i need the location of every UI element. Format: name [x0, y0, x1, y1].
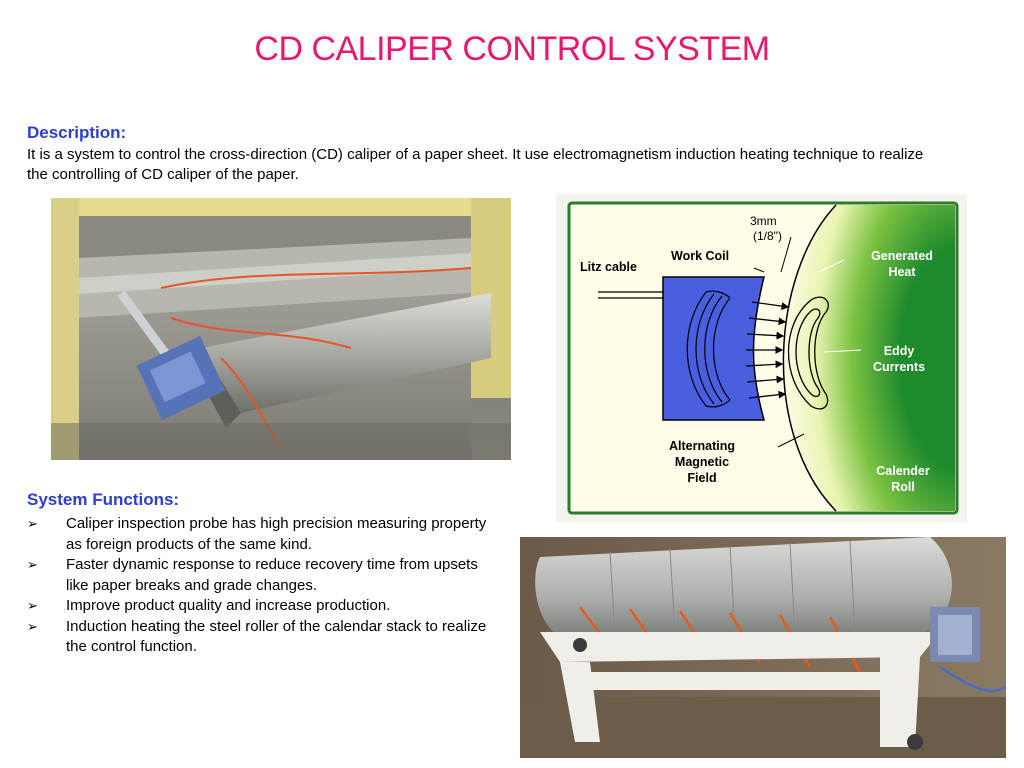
- label-gap-line2: (1/8"): [753, 229, 782, 243]
- label-eddy-2: Currents: [873, 360, 925, 374]
- induction-heating-diagram: Litz cable Work Coil 3mm (1/8") Generate…: [556, 194, 967, 522]
- list-item: ➢ Improve product quality and increase pr…: [27, 596, 497, 617]
- label-eddy-1: Eddy: [884, 344, 915, 358]
- arrow-bullet-icon: ➢: [27, 618, 38, 634]
- label-generated-heat-2: Heat: [888, 265, 916, 279]
- arrow-bullet-icon: ➢: [27, 516, 38, 531]
- description-heading: Description:: [27, 123, 127, 142]
- label-calender-2: Roll: [891, 480, 915, 494]
- label-generated-heat-1: Generated: [871, 249, 933, 263]
- list-item: ➢ Induction heating the steel roller of t…: [27, 617, 497, 658]
- label-alt-1: Alternating: [669, 439, 735, 453]
- label-litz-cable: Litz cable: [580, 260, 637, 274]
- arrow-bullet-icon: ➢: [27, 557, 38, 572]
- list-item-text: Caliper inspection probe has high precis…: [66, 515, 487, 553]
- functions-list: ➢ Caliper inspection probe has high preci…: [27, 514, 497, 658]
- label-work-coil: Work Coil: [671, 249, 729, 263]
- caliper-probe-photo: [51, 198, 511, 460]
- list-item-text: Induction heating the steel roller of th…: [66, 617, 487, 656]
- label-calender-1: Calender: [876, 464, 930, 478]
- label-alt-3: Field: [687, 471, 716, 485]
- functions-heading: System Functions:: [27, 490, 180, 509]
- label-alt-2: Magnetic: [675, 455, 729, 469]
- list-item-text: Faster dynamic response to reduce recove…: [66, 556, 478, 594]
- list-item-text: Improve product quality and increase pro…: [66, 597, 391, 614]
- induction-heater-photo: [520, 537, 1006, 758]
- page-title: CD CALIPER CONTROL SYSTEM: [254, 30, 770, 68]
- arrow-bullet-icon: ➢: [27, 598, 38, 613]
- list-item: ➢ Faster dynamic response to reduce recov…: [27, 555, 497, 596]
- label-gap-line1: 3mm: [750, 214, 777, 228]
- description-text: It is a system to control the cross-dire…: [27, 146, 924, 183]
- list-item: ➢ Caliper inspection probe has high preci…: [27, 514, 497, 555]
